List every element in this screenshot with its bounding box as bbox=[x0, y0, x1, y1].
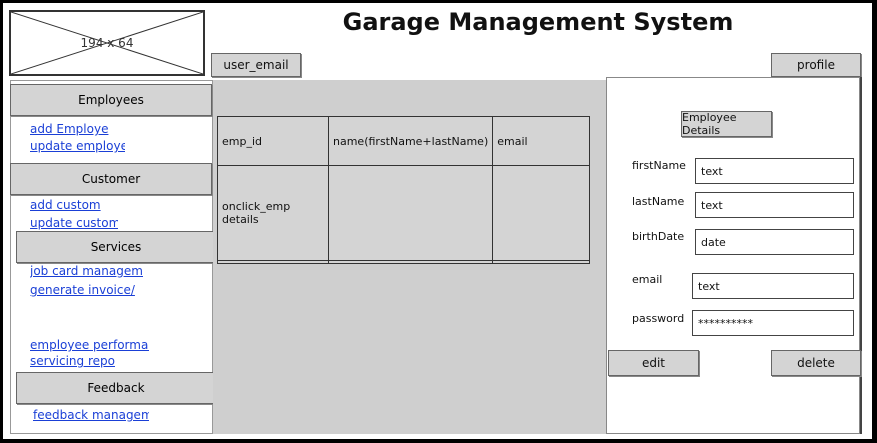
birth-date-field[interactable]: date bbox=[695, 229, 854, 255]
birth-date-label: birthDate bbox=[632, 230, 685, 243]
email-label: email bbox=[632, 273, 663, 286]
servicing-report-link[interactable]: servicing repo bbox=[30, 354, 115, 368]
panel-divider bbox=[860, 77, 862, 434]
image-placeholder-icon bbox=[11, 12, 203, 74]
table-cell-name bbox=[327, 165, 494, 261]
job-card-management-link[interactable]: job card manageme bbox=[30, 264, 143, 278]
logo-placeholder: 194 x 64 bbox=[9, 10, 205, 76]
sidebar-section-services[interactable]: Services bbox=[16, 231, 216, 263]
delete-button[interactable]: delete bbox=[771, 350, 861, 376]
table-cell-emp-id bbox=[217, 259, 329, 264]
employee-details-heading: Employee Details bbox=[681, 111, 772, 137]
email-field[interactable]: text bbox=[692, 273, 854, 299]
table-cell-name bbox=[327, 259, 494, 264]
page-title: Garage Management System bbox=[342, 8, 734, 36]
add-customer-link[interactable]: add custom bbox=[30, 198, 101, 212]
user-email-button[interactable]: user_email bbox=[211, 53, 301, 77]
password-label: password bbox=[632, 312, 685, 325]
profile-button[interactable]: profile bbox=[771, 53, 861, 77]
generate-invoice-link[interactable]: generate invoice/ bbox=[30, 283, 135, 297]
column-header-name: name(firstName+lastName) bbox=[327, 116, 494, 166]
logo-size-label: 194 x 64 bbox=[80, 36, 134, 50]
sidebar-section-feedback[interactable]: Feedback bbox=[16, 372, 216, 404]
update-customer-link[interactable]: update custom bbox=[30, 216, 118, 230]
first-name-label: firstName bbox=[632, 159, 686, 172]
table-cell-emp-id[interactable]: onclick_emp details bbox=[217, 165, 329, 261]
password-field[interactable]: ********** bbox=[692, 310, 854, 336]
sidebar-section-employees[interactable]: Employees bbox=[10, 84, 212, 116]
column-header-emp-id: emp_id bbox=[217, 116, 329, 166]
update-employee-link[interactable]: update employe bbox=[30, 139, 125, 153]
table-row[interactable]: onclick_emp details bbox=[217, 165, 590, 261]
table-header-row: emp_id name(firstName+lastName) email bbox=[217, 116, 590, 166]
table-row[interactable] bbox=[217, 259, 590, 264]
edit-button[interactable]: edit bbox=[608, 350, 699, 376]
employee-performance-link[interactable]: employee performan bbox=[30, 338, 149, 352]
column-header-email: email bbox=[492, 116, 590, 166]
sidebar-section-customer[interactable]: Customer bbox=[10, 163, 212, 195]
last-name-label: lastName bbox=[632, 195, 685, 208]
table-cell-email bbox=[492, 165, 590, 261]
table-cell-email bbox=[492, 259, 590, 264]
last-name-field[interactable]: text bbox=[695, 192, 854, 218]
employee-table: emp_id name(firstName+lastName) email on… bbox=[217, 116, 590, 264]
first-name-field[interactable]: text bbox=[695, 158, 854, 184]
add-employee-link[interactable]: add Employe bbox=[30, 122, 109, 136]
feedback-management-link[interactable]: feedback managem bbox=[33, 408, 149, 422]
